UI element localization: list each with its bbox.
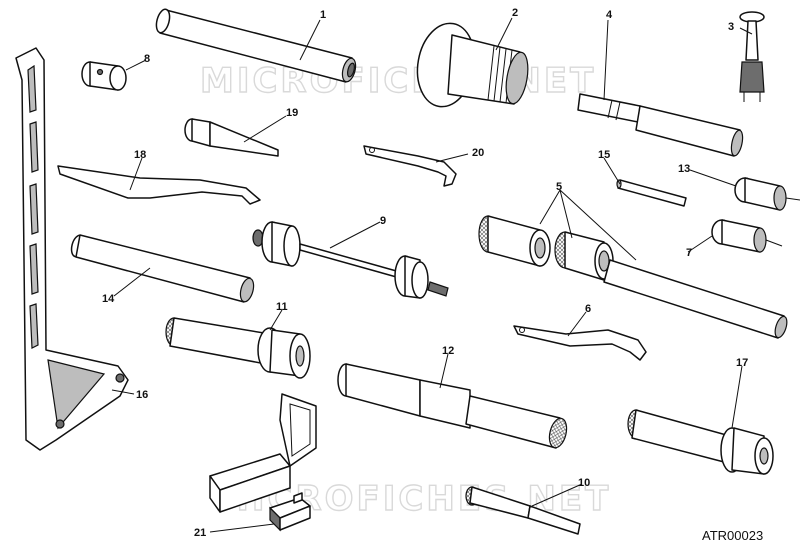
part-11-sleeve: [165, 317, 311, 379]
watermark-top: MICROFICHES.NET: [200, 61, 596, 101]
part-19-cone: [184, 118, 279, 157]
part-15-pin: [616, 179, 687, 207]
callout-labels: 1 2 3 4 5 6 7 8 9 10 11 12 13 14 15 16 1…: [102, 7, 748, 539]
callout-21: 21: [194, 527, 206, 539]
callout-8: 8: [144, 53, 150, 65]
part-1-rod: [155, 8, 357, 83]
callout-15: 15: [598, 149, 610, 161]
callout-12: 12: [442, 345, 454, 357]
leader-lines: [111, 17, 753, 533]
part-12-driver: [337, 363, 568, 449]
part-13-drift: [734, 177, 800, 211]
part-17-driver: [627, 409, 774, 475]
part-9-puller: [252, 221, 449, 299]
callout-4: 4: [606, 9, 613, 21]
part-7-drift: [711, 219, 783, 253]
callout-14: 14: [102, 293, 115, 305]
callout-2: 2: [512, 7, 518, 19]
part-6-spanner: [513, 325, 647, 361]
part-16-stand: [15, 47, 129, 451]
callout-20: 20: [472, 147, 484, 159]
callout-19: 19: [286, 107, 298, 119]
callout-17: 17: [736, 357, 748, 369]
callout-1: 1: [320, 9, 326, 21]
part-20-small-spanner: [363, 145, 457, 187]
part-14-rod: [70, 234, 255, 303]
part-10-punch: [465, 486, 581, 535]
part-21-kit-box: [209, 393, 317, 532]
callout-11: 11: [276, 301, 288, 313]
callout-3: 3: [728, 21, 734, 33]
part-4-stepped-rod: [577, 93, 744, 157]
part-5-sleeve-set: [478, 215, 788, 339]
callout-13: 13: [678, 163, 690, 175]
drawing-code: ATR00023: [702, 528, 763, 543]
callout-10: 10: [578, 477, 590, 489]
part-18-hook-spanner: [57, 165, 261, 205]
part-3-pin-tool: [739, 11, 765, 102]
callout-18: 18: [134, 149, 146, 161]
callout-5: 5: [556, 181, 562, 193]
part-2-flanged-shaft: [416, 22, 529, 108]
callout-6: 6: [585, 303, 591, 315]
callout-16: 16: [136, 389, 148, 401]
callout-7: 7: [686, 247, 692, 259]
part-8-collar: [81, 61, 127, 91]
callout-9: 9: [380, 215, 386, 227]
